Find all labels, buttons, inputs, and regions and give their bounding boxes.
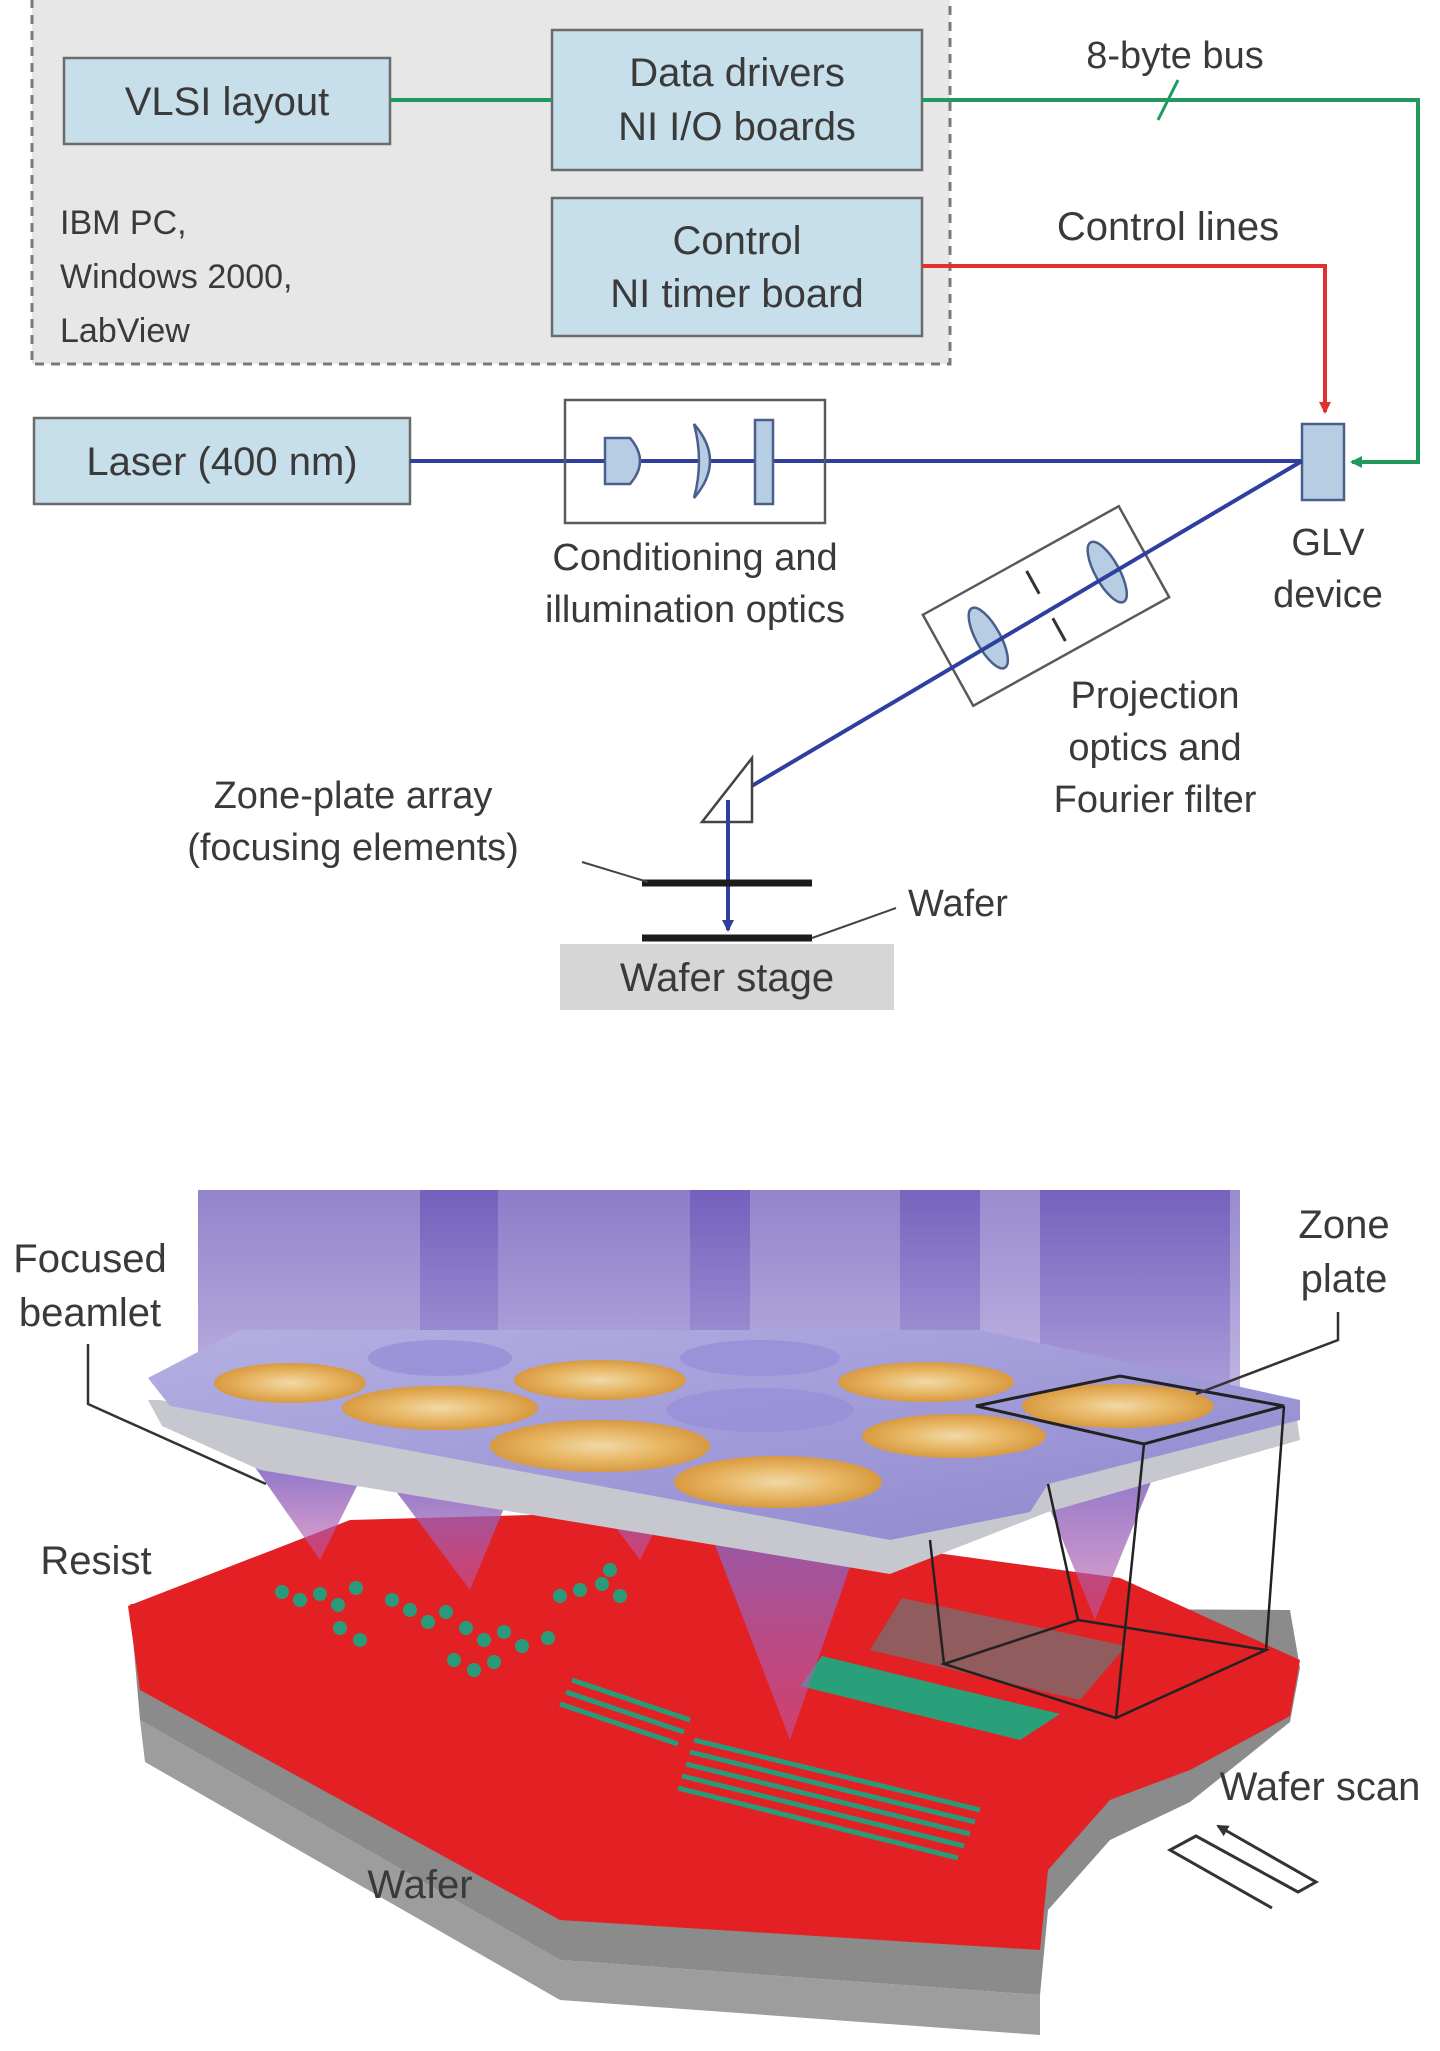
glv-label-1: GLV xyxy=(1291,522,1365,564)
zone-array-label-2: (focusing elements) xyxy=(187,827,519,869)
zone-plate-label-2: plate xyxy=(1301,1257,1388,1301)
vlsi-layout-label: VLSI layout xyxy=(125,80,330,124)
control-label-1: Control xyxy=(673,219,802,263)
control-label-2: NI timer board xyxy=(610,272,863,316)
focused-beamlet-leader xyxy=(86,1344,267,1486)
host-label-1: IBM PC, xyxy=(60,204,187,242)
beam-expander-lens xyxy=(603,436,642,486)
zone-plate-label-1: Zone xyxy=(1298,1203,1389,1247)
control-box xyxy=(550,196,924,338)
laser-label: Laser (400 nm) xyxy=(86,440,357,484)
zone-plate-leader xyxy=(1195,1312,1340,1396)
focused-beamlet-label-1: Focused xyxy=(13,1237,166,1281)
projection-optics-box xyxy=(921,504,1171,708)
projection-label-2: optics and xyxy=(1068,727,1241,769)
bus-slash-mark xyxy=(1156,79,1180,121)
wafer-slab-lower xyxy=(140,1720,1040,2035)
collimator-lens xyxy=(692,423,712,499)
exposed-trench xyxy=(800,1656,1060,1740)
wafer-scan-label: Wafer scan xyxy=(1220,1765,1421,1809)
projection-label-3: Fourier filter xyxy=(1054,779,1257,821)
resist-surface xyxy=(128,1512,1300,1950)
illumination-plate xyxy=(753,418,775,506)
conditioning-label-1: Conditioning and xyxy=(552,537,837,579)
zone-array-leader xyxy=(581,861,649,883)
zone-plate-lenses xyxy=(214,1340,1214,1508)
wafer-stage xyxy=(560,944,894,1010)
laser-box xyxy=(32,416,412,506)
wafer-label-bottom: Wafer xyxy=(367,1863,472,1907)
vlsi-layout-box xyxy=(62,56,392,146)
wafer-stage-label: Wafer stage xyxy=(620,956,834,1000)
zone-plate-slab-edge xyxy=(148,1400,1300,1574)
wafer-cut-window xyxy=(870,1598,1126,1700)
exposed-pattern-dots xyxy=(275,1563,627,1677)
data-bus-line xyxy=(922,98,1420,468)
wafer-leader xyxy=(811,907,897,939)
glv-device xyxy=(1300,422,1346,502)
control-lines-label: Control lines xyxy=(1057,205,1279,249)
data-drivers-label-2: NI I/O boards xyxy=(618,105,856,149)
exposed-line-pattern xyxy=(559,1677,981,1861)
glv-label-2: device xyxy=(1273,574,1383,616)
projection-wireframe xyxy=(928,1405,1286,1720)
host-label-2: Windows 2000, xyxy=(60,258,292,296)
control-lines xyxy=(922,264,1331,414)
zone-array-label-1: Zone-plate array xyxy=(214,775,493,817)
focused-beamlet-label-2: beamlet xyxy=(19,1291,161,1335)
wafer-label-top: Wafer xyxy=(908,883,1008,925)
wafer-scan-arrow-icon xyxy=(1166,1824,1320,1910)
projected-beam xyxy=(726,459,1304,802)
projection-label-1: Projection xyxy=(1071,675,1240,717)
data-drivers-label-1: Data drivers xyxy=(629,51,845,95)
host-label-3: LabView xyxy=(60,312,190,350)
resist-label: Resist xyxy=(40,1539,151,1583)
bus-label: 8-byte bus xyxy=(1086,35,1263,77)
conditioning-optics-box xyxy=(563,398,827,525)
conditioning-label-2: illumination optics xyxy=(545,589,845,631)
